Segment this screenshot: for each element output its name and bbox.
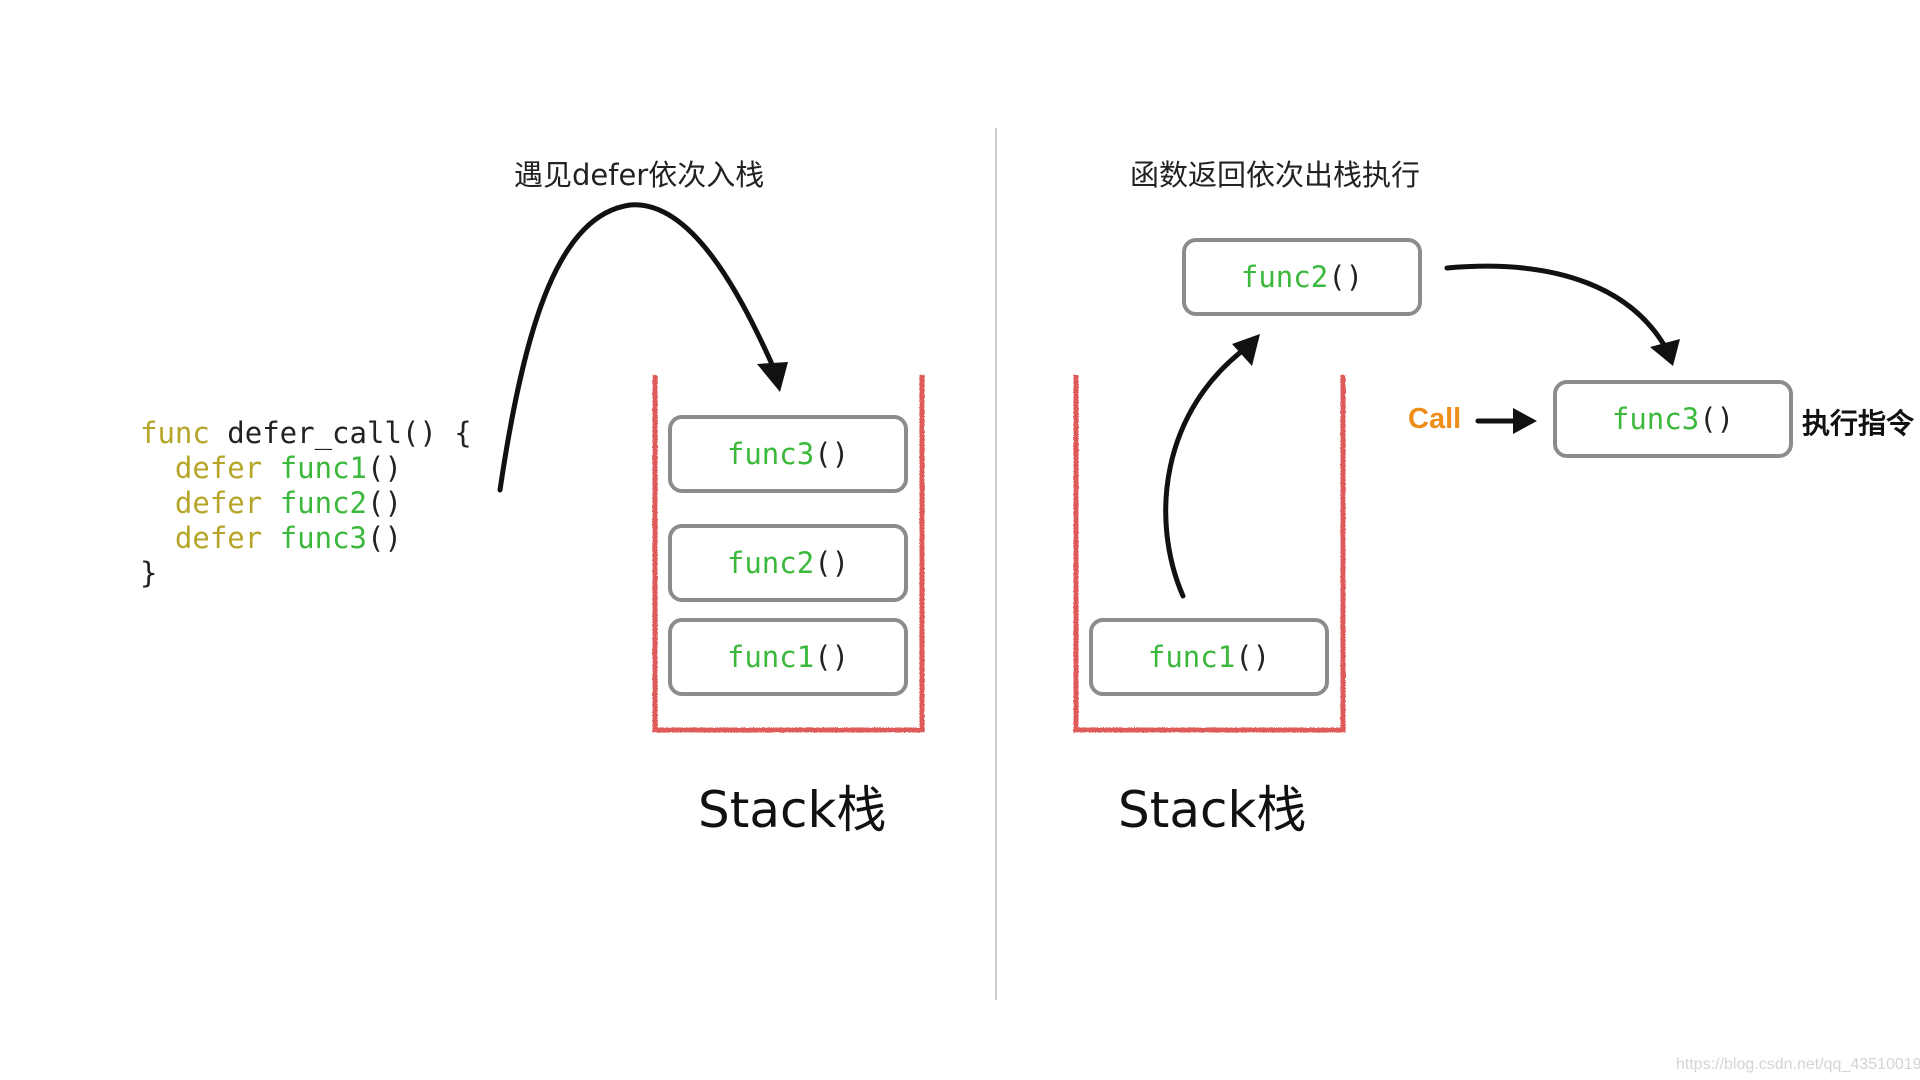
function-name: func3 [1611,402,1700,436]
code-block: func defer_call() { defer func1() defer … [140,416,472,591]
execute-arrow-head [1650,339,1680,366]
pop-arrow [1163,342,1253,599]
right-stack-container [1073,375,1346,733]
code-func-keyword: func [140,416,210,450]
popped-item-func2: func2() [1182,238,1422,316]
call-arrow-head [1513,408,1537,434]
code-call-func2: func2 [279,486,368,520]
push-arrow-head [757,362,788,392]
function-name: func1 [1147,640,1236,674]
function-parens: () [814,640,850,674]
code-parens: () [367,451,402,485]
call-label: Call [1408,403,1462,435]
executing-item-func3: func3() [1553,380,1793,458]
watermark: https://blog.csdn.net/qq_43510019 [1676,1056,1920,1073]
left-stack-container [652,375,925,733]
right-stack-label: Stack栈 [1118,781,1307,839]
execute-arrow [1444,263,1671,355]
function-parens: () [1699,402,1735,436]
function-name: func3 [726,437,815,471]
code-defer-keyword: defer [174,451,263,485]
function-name: func2 [1240,260,1329,294]
code-defer-keyword: defer [174,486,263,520]
function-name: func2 [726,546,815,580]
execute-instruction-label: 执行指令 [1802,407,1915,440]
function-parens: () [1235,640,1271,674]
left-caption: 遇见defer依次入栈 [514,158,765,192]
left-stack-item-func2: func2() [668,524,908,602]
right-stack-item-func1: func1() [1089,618,1329,696]
left-stack-label: Stack栈 [698,781,887,839]
pop-arrow-head [1232,334,1260,366]
function-name: func1 [726,640,815,674]
function-parens: () [814,437,850,471]
code-closing-brace: } [140,556,158,590]
push-arrow [497,202,781,493]
left-stack-item-func3: func3() [668,415,908,493]
left-stack-item-func1: func1() [668,618,908,696]
function-parens: () [814,546,850,580]
code-parens: () [367,486,402,520]
function-parens: () [1328,260,1364,294]
code-call-func3: func3 [279,521,368,555]
code-signature: defer_call() { [209,416,472,450]
code-call-func1: func1 [279,451,368,485]
code-parens: () [367,521,402,555]
code-defer-keyword: defer [174,521,263,555]
right-caption: 函数返回依次出栈执行 [1130,158,1421,192]
